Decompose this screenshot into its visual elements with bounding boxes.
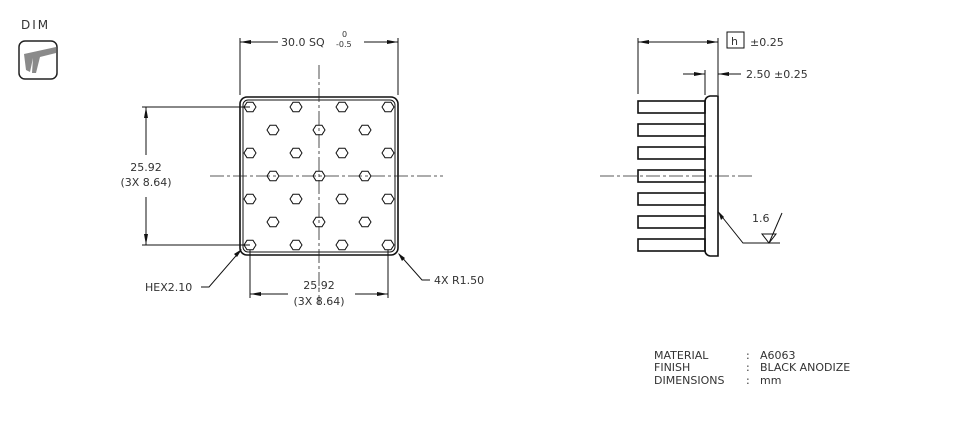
hex-hole xyxy=(243,147,257,159)
hex-hole xyxy=(381,239,395,251)
overall-dim-text: 30.0 SQ xyxy=(281,36,325,49)
hex-hole xyxy=(266,216,280,228)
fin xyxy=(637,123,706,137)
height-tol: ±0.25 xyxy=(750,36,784,49)
fin xyxy=(637,215,706,229)
radius-label: 4X R1.50 xyxy=(434,274,484,287)
vertical-dim-sub: (3X 8.64) xyxy=(120,176,171,189)
height-symbol: h xyxy=(731,35,738,48)
note-colon: : xyxy=(746,361,750,374)
horizontal-dim-sub: (3X 8.64) xyxy=(293,295,344,308)
hex-hole xyxy=(358,216,372,228)
fin xyxy=(637,100,706,114)
note-colon: : xyxy=(746,374,750,387)
dim-tool-button[interactable]: DIM xyxy=(18,18,58,80)
hex-hole xyxy=(289,239,303,251)
note-label: DIMENSIONS xyxy=(654,374,724,387)
horizontal-dim-text: 25.92 xyxy=(303,279,335,292)
fin xyxy=(637,146,706,160)
dim-label: DIM xyxy=(21,18,50,32)
caliper-icon xyxy=(24,47,56,73)
tol-lower: -0.5 xyxy=(336,40,352,49)
hex-hole xyxy=(381,193,395,205)
front-view: 30.0 SQ 0 -0.5 25.92 (3X 8.64) 25.92 (3X… xyxy=(120,30,484,308)
hex-hole xyxy=(335,147,349,159)
side-view: h ±0.25 2.50 ±0.25 1.6 xyxy=(600,31,808,257)
hex-hole xyxy=(381,101,395,113)
hex-label: HEX2.10 xyxy=(145,281,192,294)
fin xyxy=(637,238,706,252)
hex-hole xyxy=(335,101,349,113)
hex-hole xyxy=(266,124,280,136)
note-value: mm xyxy=(760,374,781,387)
hex-hole xyxy=(289,101,303,113)
hex-hole xyxy=(243,193,257,205)
tol-upper: 0 xyxy=(342,30,347,39)
fin xyxy=(637,192,706,206)
hex-holes xyxy=(243,101,395,251)
hex-hole xyxy=(335,193,349,205)
vertical-dim-text: 25.92 xyxy=(130,161,162,174)
note-label: FINISH xyxy=(654,361,690,374)
hex-hole xyxy=(381,147,395,159)
hex-hole xyxy=(358,124,372,136)
hex-hole xyxy=(289,193,303,205)
note-value: A6063 xyxy=(760,349,796,362)
base-dim: 2.50 ±0.25 xyxy=(746,68,808,81)
note-colon: : xyxy=(746,349,750,362)
hex-hole xyxy=(312,124,326,136)
hex-hole xyxy=(335,239,349,251)
notes-block: MATERIAL : A6063 FINISH : BLACK ANODIZE … xyxy=(654,349,850,387)
note-value: BLACK ANODIZE xyxy=(760,361,850,374)
hex-hole xyxy=(312,216,326,228)
note-label: MATERIAL xyxy=(654,349,709,362)
surface-roughness: 1.6 xyxy=(752,212,770,225)
hex-hole xyxy=(289,147,303,159)
